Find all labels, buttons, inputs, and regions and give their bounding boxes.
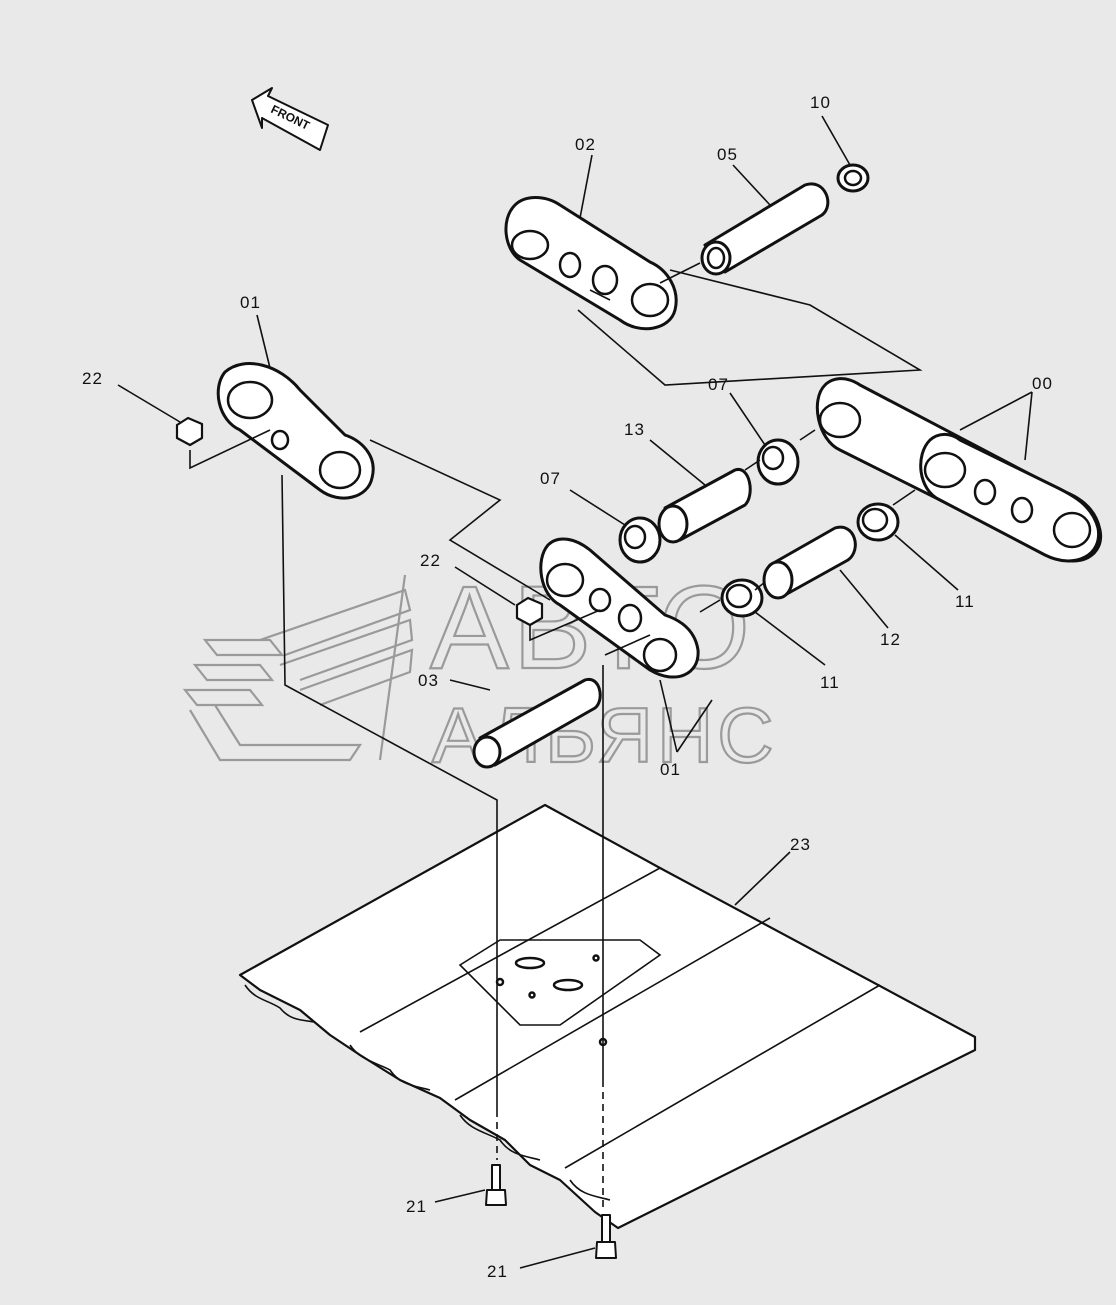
label-05: 05 <box>717 145 738 164</box>
track-shoes <box>238 803 977 1230</box>
bolt-21-bottom <box>595 1214 617 1259</box>
link-01-top <box>216 362 375 500</box>
label-22-mid: 22 <box>420 551 441 570</box>
label-07-right: 07 <box>708 375 729 394</box>
label-07-left: 07 <box>540 469 561 488</box>
label-12: 12 <box>880 630 901 649</box>
label-01-top: 01 <box>240 293 261 312</box>
bolt-21-top <box>485 1164 507 1206</box>
spacer-07-right <box>756 438 800 486</box>
bushing-12 <box>762 525 857 600</box>
seal-11-right <box>856 502 900 542</box>
seal-11-mid <box>720 578 764 618</box>
label-10: 10 <box>810 93 831 112</box>
label-02: 02 <box>575 135 596 154</box>
leader-lines <box>117 115 1033 1269</box>
label-11-mid: 11 <box>820 673 840 692</box>
label-23: 23 <box>790 835 811 854</box>
label-11-right: 11 <box>955 592 975 611</box>
nut-22-top <box>175 416 204 447</box>
label-21-top: 21 <box>406 1197 427 1216</box>
assembly-lines <box>189 262 923 1210</box>
label-13: 13 <box>624 420 645 439</box>
watermark-logo-icon <box>182 574 414 762</box>
nut-22-mid <box>515 596 544 627</box>
label-03: 03 <box>418 671 439 690</box>
bushing-13 <box>657 468 752 544</box>
label-22-top: 22 <box>82 369 103 388</box>
spacer-07-left <box>618 516 662 564</box>
snap-ring-10 <box>836 163 870 193</box>
label-00: 00 <box>1032 374 1053 393</box>
pin-05 <box>700 182 830 276</box>
label-01-bottom: 01 <box>660 760 681 779</box>
front-arrow-icon: FRONT <box>251 87 329 151</box>
part-labels: 10 05 02 01 22 07 00 13 07 22 11 12 11 0… <box>82 93 1053 1281</box>
link-01-bottom <box>539 537 700 679</box>
pin-03 <box>472 677 602 769</box>
link-02 <box>504 196 678 331</box>
label-21-bottom: 21 <box>487 1262 508 1281</box>
link-assembly-00 <box>815 377 1103 563</box>
